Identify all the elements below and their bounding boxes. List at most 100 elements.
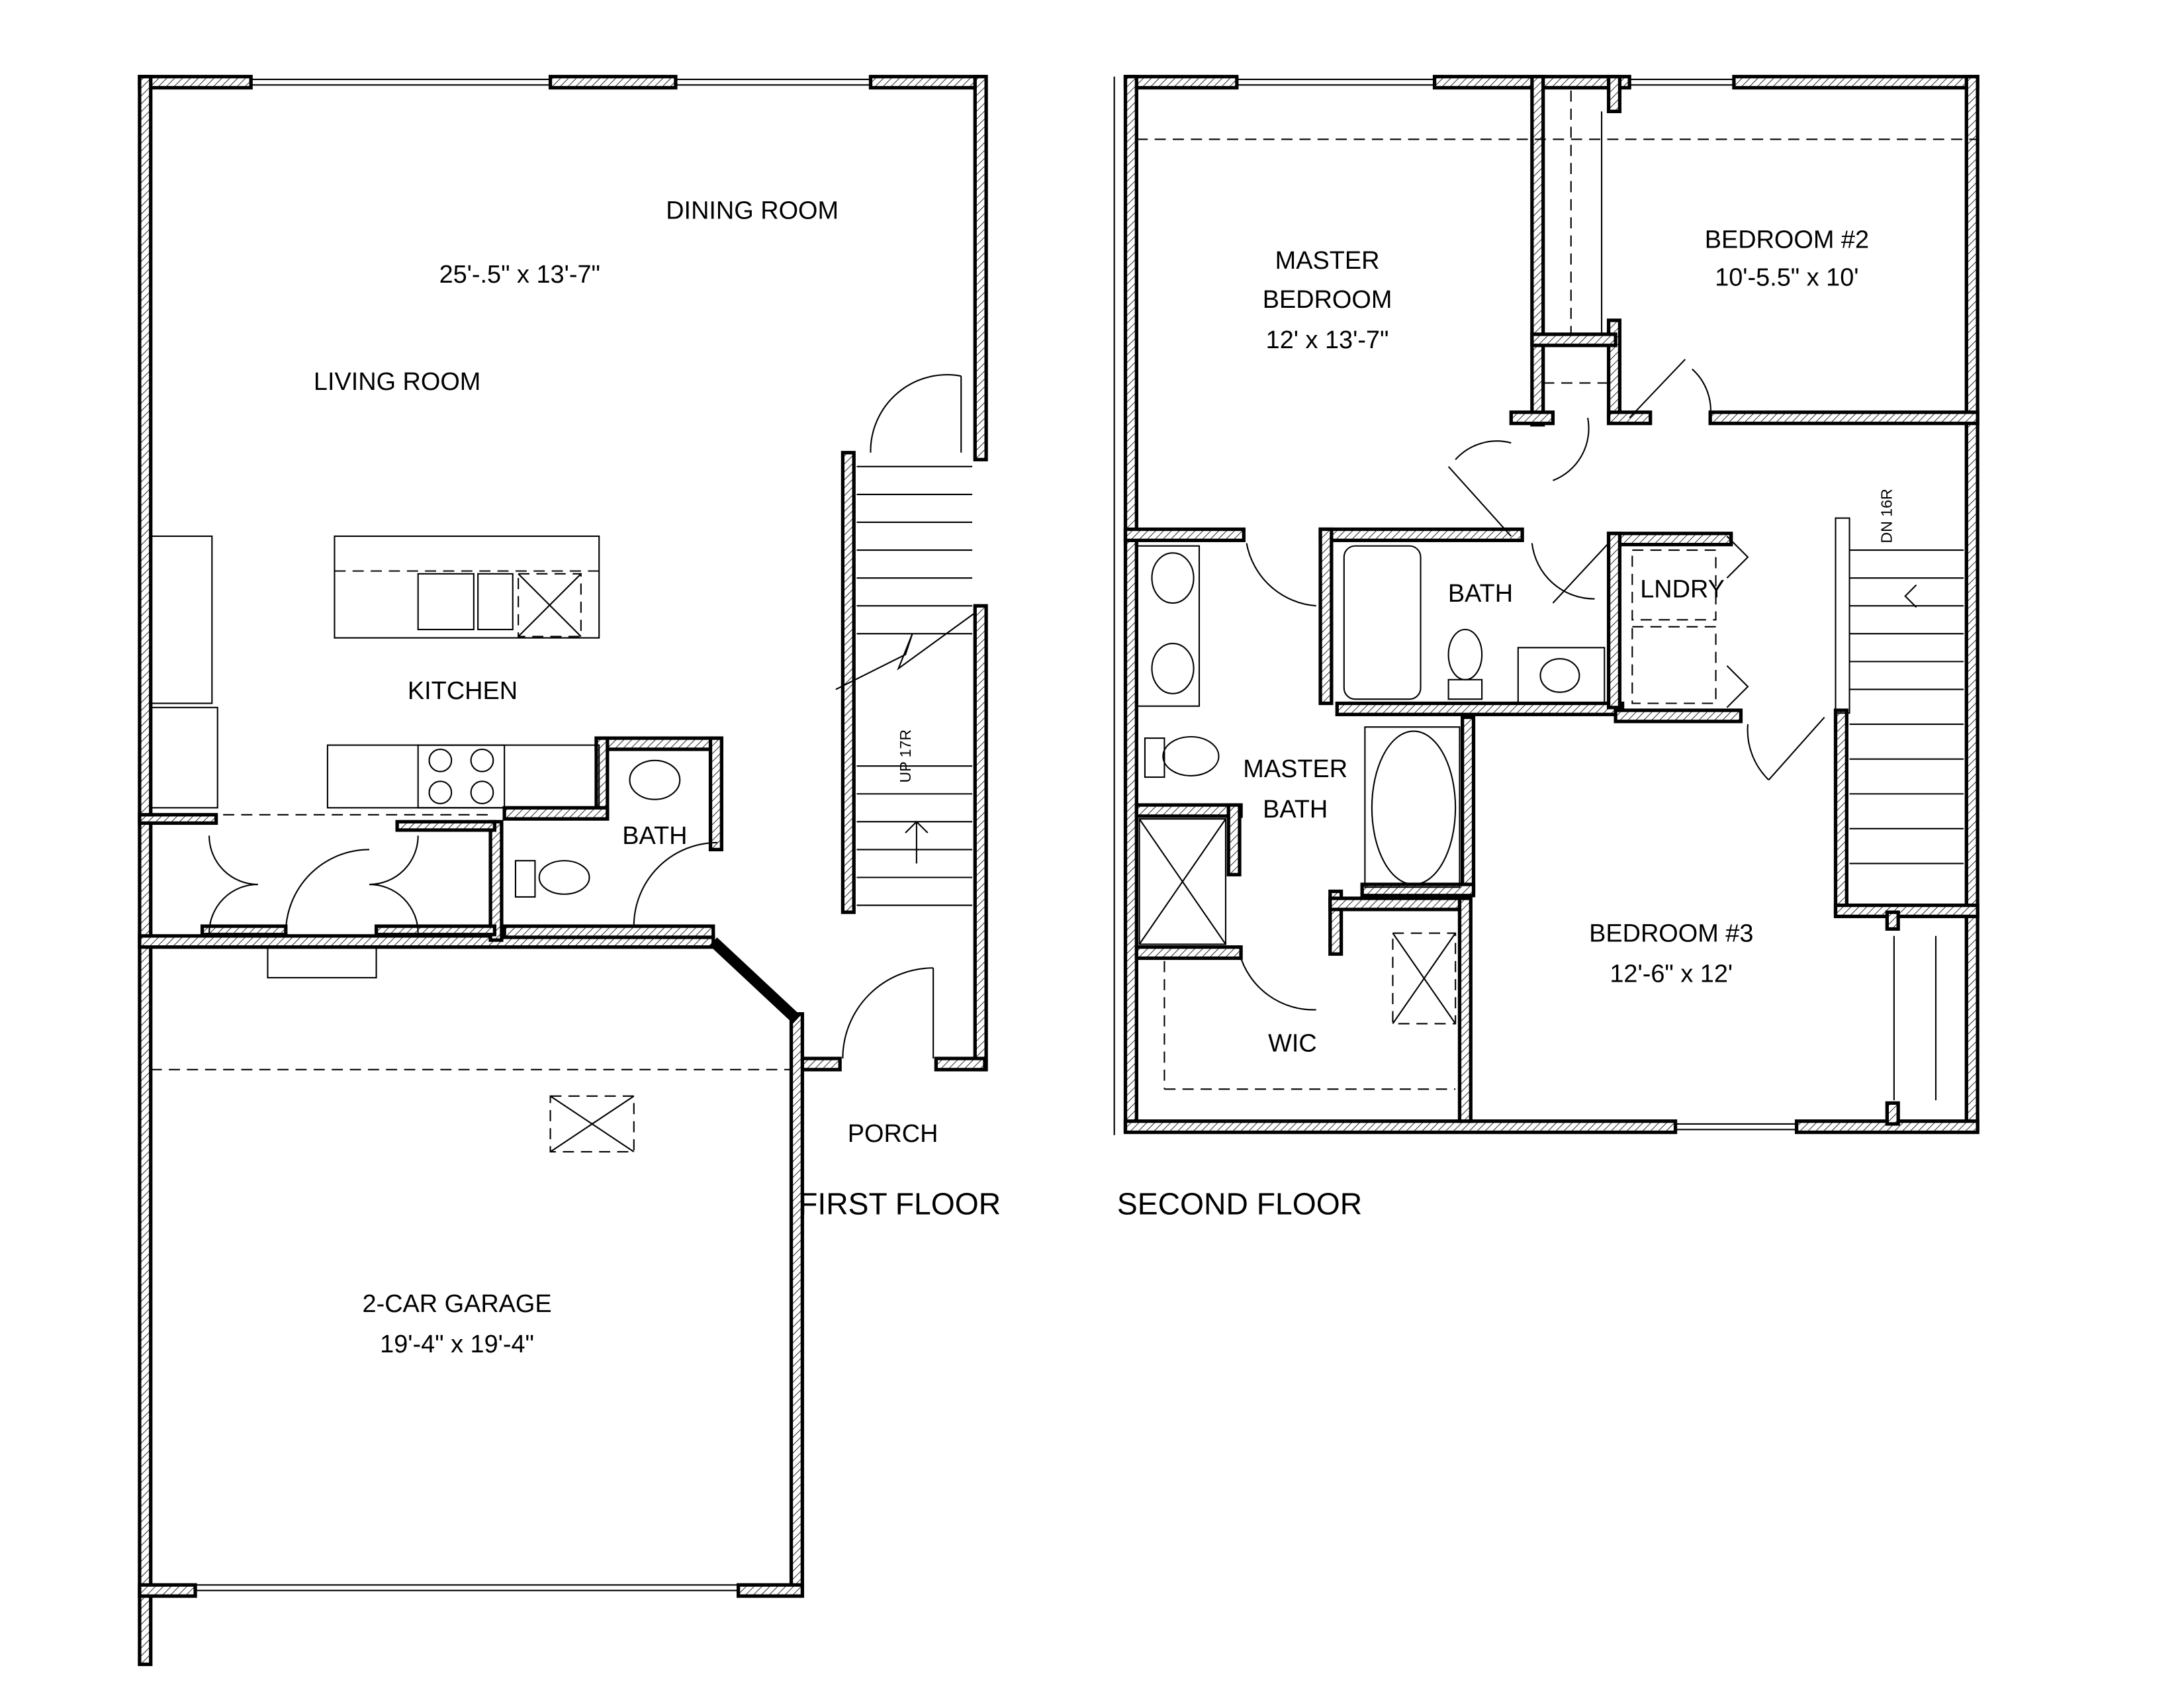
title-first-floor: FIRST FLOOR <box>799 1187 1001 1221</box>
toilet-master <box>1162 735 1220 776</box>
wall <box>1360 882 1476 898</box>
label-living-dims: 25'-.5" x 13'-7" <box>439 261 600 289</box>
wall <box>1328 896 1471 912</box>
first-floor-fixtures: UP 17R <box>150 78 976 1591</box>
stair-note-up: UP 17R <box>897 729 914 783</box>
wall <box>1732 75 1979 90</box>
label-bedroom-2: BEDROOM #2 <box>1705 226 1869 254</box>
label-living-room: LIVING ROOM <box>314 368 480 396</box>
kitchen-sink <box>417 573 475 631</box>
washer <box>1631 549 1717 621</box>
fridge <box>150 535 213 704</box>
wall <box>1530 75 1545 427</box>
wall <box>594 736 723 751</box>
wall <box>594 736 610 817</box>
wall <box>138 1583 197 1598</box>
wall <box>1318 527 1524 542</box>
wall <box>1708 410 1979 426</box>
wall <box>1335 701 1625 716</box>
counter <box>326 744 600 809</box>
garage-attic-hatch <box>549 1095 635 1153</box>
label-master-bath-1: MASTER <box>1243 755 1347 783</box>
walls <box>138 75 1979 1666</box>
label-master-bedroom-1: MASTER <box>1275 247 1380 275</box>
wall <box>1885 1101 1900 1126</box>
wall <box>138 813 218 825</box>
toilet-bath <box>1447 628 1483 680</box>
wall <box>1964 75 1979 1133</box>
wall <box>138 75 253 90</box>
wall <box>548 75 678 90</box>
label-wic: WIC <box>1268 1029 1317 1057</box>
bath-sink-2 <box>1539 658 1580 693</box>
wall-diagonal <box>709 937 801 1024</box>
wall <box>200 924 288 937</box>
wall <box>1123 75 1138 1133</box>
wall <box>1833 903 1979 919</box>
wall <box>1606 532 1733 547</box>
label-master-bedroom-2: BEDROOM <box>1263 286 1392 314</box>
label-bedroom-3: BEDROOM #3 <box>1589 919 1753 947</box>
label-master-dims: 12' x 13'-7" <box>1266 326 1389 354</box>
wall <box>1461 715 1476 894</box>
label-laundry: LNDRY <box>1640 576 1725 604</box>
wall <box>973 604 988 1072</box>
bathtub <box>1343 545 1422 700</box>
wall <box>1614 708 1743 724</box>
label-dining-room: DINING ROOM <box>666 197 839 224</box>
shower <box>1138 818 1227 945</box>
wall <box>1318 527 1334 706</box>
labels-second-floor: MASTER BEDROOM 12' x 13'-7" BEDROOM #2 1… <box>1117 226 1869 1221</box>
range <box>417 744 506 809</box>
wall <box>1885 910 1900 931</box>
toilet <box>538 860 590 895</box>
master-tub <box>1371 730 1457 886</box>
wall <box>488 820 504 942</box>
dishwasher <box>518 573 582 637</box>
vanity <box>1136 545 1201 707</box>
title-second-floor: SECOND FLOOR <box>1117 1187 1362 1221</box>
label-bedroom-2-dims: 10'-5.5" x 10' <box>1715 263 1858 291</box>
wall <box>1134 945 1243 961</box>
label-bath-2: BATH <box>1448 580 1513 608</box>
wall <box>1509 410 1555 426</box>
wall <box>374 924 497 937</box>
stair-note-down: DN 16R <box>1878 489 1895 543</box>
label-kitchen: KITCHEN <box>408 677 518 705</box>
wall <box>1123 527 1246 542</box>
kitchen-island <box>334 535 600 639</box>
wall <box>1530 332 1617 348</box>
labels-first-floor: DINING ROOM 25'-.5" x 13'-7" LIVING ROOM… <box>314 197 1001 1358</box>
wall <box>1123 75 1239 90</box>
label-porch: PORCH <box>848 1120 938 1148</box>
wall <box>1123 1119 1678 1135</box>
attic-hatch-2 <box>1392 932 1457 1025</box>
wall <box>708 736 723 852</box>
wall <box>973 75 988 461</box>
stairs-first-floor: UP 17R <box>835 465 976 906</box>
label-garage: 2-CAR GARAGE <box>363 1290 552 1318</box>
wall <box>1457 896 1473 1123</box>
bath-sink <box>629 759 681 800</box>
second-floor-fixtures: DN 16R <box>1113 76 1978 1135</box>
wall <box>1134 803 1243 818</box>
wall <box>934 1056 987 1072</box>
wall <box>736 1583 805 1598</box>
stairs-second-floor: DN 16R <box>1835 489 1964 1101</box>
label-bath: BATH <box>622 822 687 850</box>
label-garage-dims: 19'-4" x 19'-4" <box>380 1331 534 1358</box>
wall <box>868 75 987 90</box>
wall <box>138 75 153 1666</box>
wall <box>1226 803 1242 876</box>
wall <box>502 924 715 939</box>
wall <box>789 1012 805 1597</box>
wall <box>1833 708 1848 914</box>
dryer <box>1631 626 1717 704</box>
wall <box>1606 75 1622 113</box>
label-bedroom-3-dims: 12'-6" x 12' <box>1610 960 1733 988</box>
wall <box>1606 532 1622 710</box>
wall <box>502 806 610 821</box>
label-master-bath-2: BATH <box>1263 796 1328 823</box>
wall <box>395 820 497 832</box>
